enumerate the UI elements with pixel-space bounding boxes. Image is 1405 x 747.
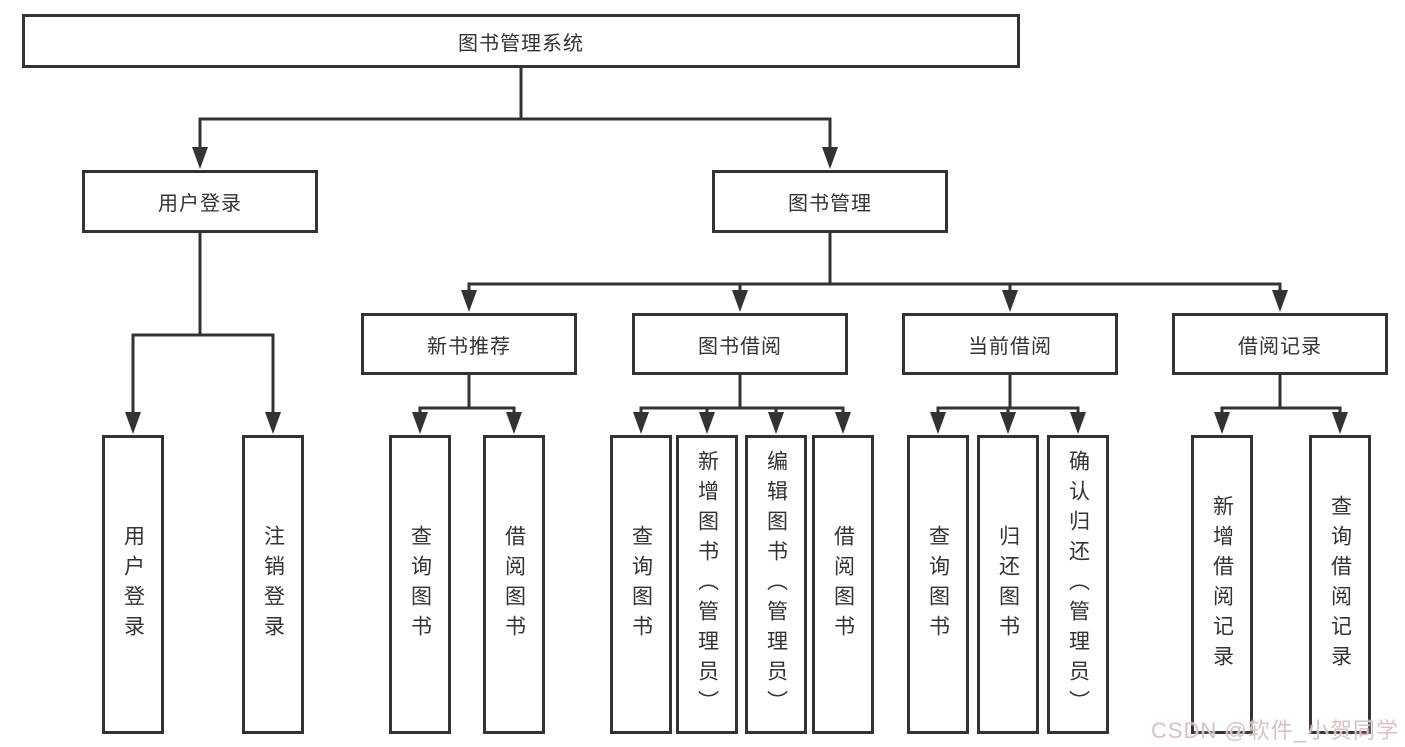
leaf-query-books-borrowing: 查询图书 bbox=[610, 435, 672, 734]
leaf-return-books: 归还图书 bbox=[977, 435, 1039, 734]
leaf-add-books-admin: 新增图书（管理员） bbox=[676, 435, 738, 734]
leaf-user-login: 用户登录 bbox=[102, 435, 164, 734]
node-label: 确认归还（管理员） bbox=[1066, 449, 1090, 720]
node-library-management-system: 图书管理系统 bbox=[22, 14, 1020, 68]
node-label: 用户登录 bbox=[158, 193, 242, 215]
leaf-logout: 注销登录 bbox=[242, 435, 304, 734]
node-label: 查询图书 bbox=[629, 524, 653, 645]
node-label: 图书借阅 bbox=[698, 335, 782, 358]
node-borrowing-records: 借阅记录 bbox=[1172, 313, 1388, 375]
node-label: 用户登录 bbox=[121, 524, 145, 645]
leaf-query-books-newrec: 查询图书 bbox=[389, 435, 451, 734]
node-label: 图书管理 bbox=[788, 193, 872, 215]
node-label: 注销登录 bbox=[261, 524, 285, 645]
node-label: 查询借阅记录 bbox=[1328, 494, 1352, 675]
node-label: 新增图书（管理员） bbox=[695, 449, 719, 720]
node-label: 查询图书 bbox=[926, 524, 950, 645]
leaf-add-borrow-record: 新增借阅记录 bbox=[1191, 435, 1253, 734]
leaf-query-borrow-record: 查询借阅记录 bbox=[1309, 435, 1371, 734]
leaf-borrow-books-borrowing: 借阅图书 bbox=[812, 435, 874, 734]
node-new-book-recommendation: 新书推荐 bbox=[361, 313, 577, 375]
node-label: 编辑图书（管理员） bbox=[764, 449, 788, 720]
node-label: 新书推荐 bbox=[427, 335, 511, 358]
node-book-borrowing: 图书借阅 bbox=[632, 313, 848, 375]
node-label: 图书管理系统 bbox=[458, 32, 584, 55]
node-book-management: 图书管理 bbox=[712, 170, 948, 233]
arrowheads bbox=[125, 147, 1348, 434]
node-label: 借阅图书 bbox=[831, 524, 855, 645]
leaf-borrow-books-newrec: 借阅图书 bbox=[483, 435, 545, 734]
node-label: 当前借阅 bbox=[968, 335, 1052, 358]
leaf-edit-books-admin: 编辑图书（管理员） bbox=[745, 435, 807, 734]
node-label: 新增借阅记录 bbox=[1210, 494, 1234, 675]
node-label: 借阅图书 bbox=[502, 524, 526, 645]
node-label: 归还图书 bbox=[996, 524, 1020, 645]
node-label: 查询图书 bbox=[408, 524, 432, 645]
node-label: 借阅记录 bbox=[1238, 335, 1322, 358]
node-user-login: 用户登录 bbox=[82, 170, 318, 233]
leaf-query-books-current: 查询图书 bbox=[907, 435, 969, 734]
leaf-confirm-return-admin: 确认归还（管理员） bbox=[1047, 435, 1109, 734]
node-current-borrowing: 当前借阅 bbox=[902, 313, 1118, 375]
csdn-watermark: CSDN @软件_小贺同学 bbox=[1150, 718, 1399, 743]
